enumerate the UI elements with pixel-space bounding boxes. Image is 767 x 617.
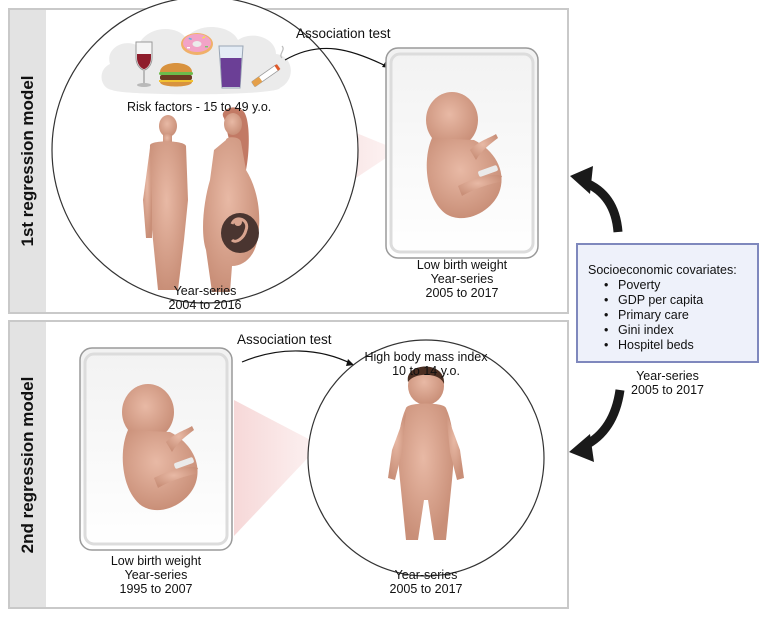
burger-icon (159, 63, 193, 87)
projection-cone (234, 400, 320, 536)
covariate-item: Primary care (604, 308, 703, 323)
year-series-label: Year-series (636, 369, 699, 383)
association-arrow (284, 47, 391, 69)
bmi-age-label: 10 to 14 y.o. (392, 364, 460, 378)
fetus-figure (426, 92, 502, 219)
adult-man-figure (143, 115, 188, 290)
year-range-label: 2005 to 2017 (425, 286, 499, 300)
low-birth-weight-label: Low birth weight (416, 258, 508, 272)
year-range-label: 2005 to 2017 (389, 582, 463, 596)
association-test-label: Association test (237, 332, 332, 347)
high-bmi-label: High body mass index (364, 350, 488, 364)
wine-glass-icon (135, 41, 153, 87)
year-series-label: Year-series (124, 568, 188, 582)
association-test-label: Association test (296, 26, 391, 41)
panel-side-bar: 2nd regression model (10, 322, 46, 607)
year-range-label: 1995 to 2007 (119, 582, 193, 596)
socioeconomic-covariates-box: Socioeconomic covariates: Poverty GDP pe… (576, 243, 759, 363)
pregnant-woman-figure (203, 107, 260, 292)
donut-icon (181, 33, 213, 55)
association-arrow (241, 350, 353, 365)
soda-glass-icon (218, 45, 244, 89)
fetus-figure (122, 384, 198, 511)
covariates-list: Poverty GDP per capita Primary care Gini… (604, 278, 703, 353)
child-figure (388, 366, 464, 540)
cigarette-icon (251, 45, 284, 87)
year-series-label: Year-series (173, 284, 237, 298)
year-series-label: Year-series (394, 568, 458, 582)
year-series-label: Year-series (430, 272, 494, 286)
low-birth-weight-label: Low birth weight (110, 554, 202, 568)
covariate-item: GDP per capita (604, 293, 703, 308)
curved-arrow-down (569, 389, 625, 462)
year-range-label: 2004 to 2016 (168, 298, 242, 312)
covariate-item: Poverty (604, 278, 703, 293)
panel-side-bar: 1st regression model (10, 10, 46, 312)
year-range-label: 2005 to 2017 (631, 383, 704, 397)
curved-arrow-up (570, 166, 623, 233)
covariates-title: Socioeconomic covariates: (588, 263, 737, 277)
risk-factors-label: Risk factors - 15 to 49 y.o. (127, 100, 272, 114)
covariate-item: Hospitel beds (604, 338, 703, 353)
covariate-item: Gini index (604, 323, 703, 338)
